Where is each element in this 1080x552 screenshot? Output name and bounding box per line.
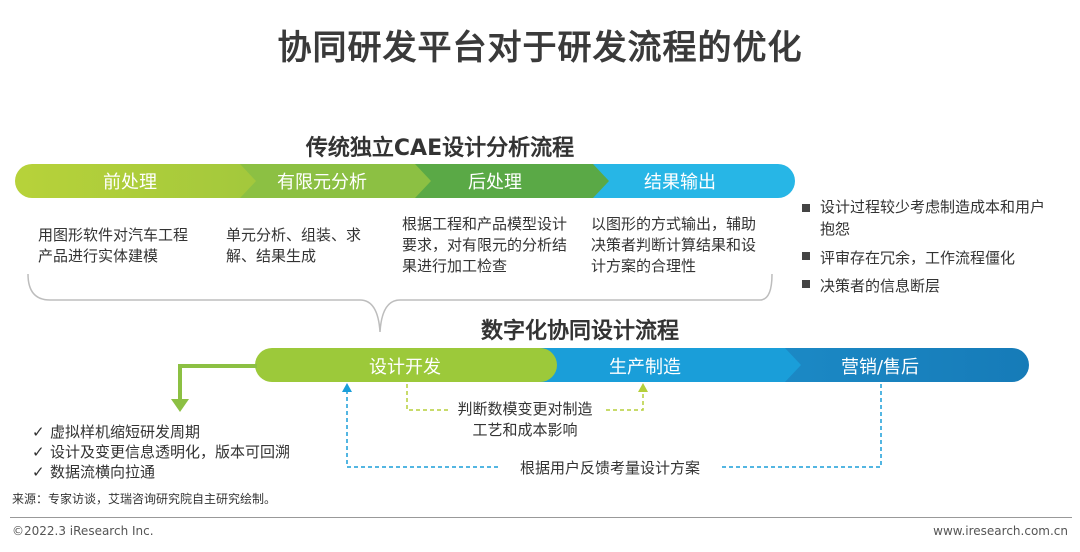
- stage-postprocess: 后处理: [468, 172, 522, 193]
- bullet-square-icon: [802, 280, 810, 288]
- traditional-process-bar: [15, 164, 795, 198]
- benefits-list: ✓虚拟样机缩短研发周期 ✓设计及变更信息透明化，版本可回溯 ✓数据流横向拉通: [32, 422, 332, 482]
- stage-manufacturing-shape: [535, 348, 801, 382]
- benefit-item: ✓数据流横向拉通: [32, 463, 156, 481]
- stage-design-development: 设计开发: [369, 357, 441, 378]
- outer-feedback-label: 根据用户反馈考量设计方案: [519, 459, 700, 477]
- check-icon: ✓: [32, 463, 45, 481]
- digital-process-title: 数字化协同设计流程: [480, 319, 679, 344]
- issue-item: 决策者的信息断层: [802, 272, 1052, 300]
- traditional-process-title: 传统独立CAE设计分析流程: [305, 136, 575, 161]
- desc-preprocess: 用图形软件对汽车工程产品进行实体建模: [38, 226, 189, 265]
- stage-marketing-shape: [765, 348, 1029, 382]
- desc-fea: 单元分析、组装、求解、结果生成: [226, 226, 362, 265]
- benefit-arrow: [171, 364, 257, 412]
- digital-process-bar: [255, 348, 1029, 382]
- stage-preprocess-shape: [15, 164, 256, 198]
- benefit-item: ✓虚拟样机缩短研发周期: [32, 423, 201, 441]
- check-icon: ✓: [32, 443, 45, 461]
- stage-result-output: 结果输出: [644, 172, 716, 193]
- stage-marketing-aftersales: 营销/售后: [840, 357, 920, 378]
- outer-feedback-path: [346, 384, 882, 468]
- stage-postprocess-shape: [405, 164, 609, 198]
- issue-item: 设计过程较少考虑制造成本和用户抱怨: [802, 196, 1052, 240]
- inner-feedback-path: [406, 384, 644, 411]
- issue-item: 评审存在冗余，工作流程僵化: [802, 244, 1052, 272]
- stage-result-output-shape: [575, 164, 795, 198]
- stage-fea: 有限元分析: [277, 172, 367, 193]
- inner-feedback-label: 判断数模变更对制造工艺和成本影响: [457, 400, 593, 439]
- stage-preprocess: 前处理: [103, 172, 157, 193]
- stage-manufacturing: 生产制造: [609, 357, 681, 378]
- copyright: ©2022.3 iResearch Inc.: [12, 524, 154, 538]
- stage-design-shape: [255, 348, 557, 382]
- footer-divider: [10, 517, 1072, 518]
- page-title: 协同研发平台对于研发流程的优化: [277, 28, 803, 68]
- bullet-square-icon: [802, 204, 810, 212]
- bullet-square-icon: [802, 252, 810, 260]
- stage-fea-shape: [230, 164, 431, 198]
- issues-list: 设计过程较少考虑制造成本和用户抱怨 评审存在冗余，工作流程僵化 决策者的信息断层: [802, 196, 1052, 300]
- source-note: 来源：专家访谈，艾瑞咨询研究院自主研究绘制。: [12, 492, 277, 506]
- desc-postprocess: 根据工程和产品模型设计要求，对有限元的分析结果进行加工检查: [402, 215, 568, 275]
- desc-result-output: 以图形的方式输出，辅助决策者判断计算结果和设计方案的合理性: [591, 215, 757, 275]
- feedback-arrows: [342, 383, 882, 468]
- check-icon: ✓: [32, 423, 45, 441]
- website: www.iresearch.com.cn: [933, 524, 1068, 538]
- benefit-item: ✓设计及变更信息透明化，版本可回溯: [32, 443, 291, 461]
- grouping-brace: [27, 273, 773, 333]
